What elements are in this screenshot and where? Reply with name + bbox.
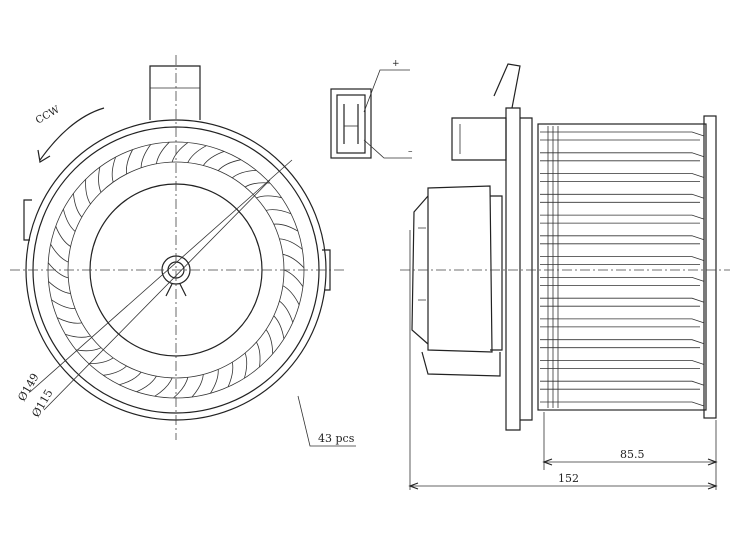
- fan-fin: [540, 339, 705, 349]
- rotation-label: CCW: [34, 104, 62, 127]
- fan-blade: [256, 195, 282, 199]
- fan-blades: [47, 141, 305, 399]
- terminal-plus-leader: [363, 69, 410, 113]
- motor-end-marks: [418, 227, 426, 301]
- connector-cavity: [336, 94, 366, 154]
- fan-fin: [540, 235, 705, 245]
- fan-blade: [202, 151, 225, 166]
- fan-blade: [47, 262, 69, 279]
- fan-fin: [540, 131, 705, 141]
- fan-blade: [283, 269, 304, 287]
- fan-blade: [111, 156, 116, 183]
- fan-blade: [73, 193, 83, 218]
- fan-blade: [48, 281, 71, 294]
- side-connector: [451, 117, 507, 161]
- blade-count-label: 43 pcs: [318, 432, 355, 445]
- fan-blade: [50, 243, 69, 263]
- fan-blade: [63, 209, 76, 232]
- motor-end-cap: [411, 195, 429, 345]
- fan-fin: [540, 318, 705, 328]
- front-view: Ø149 Ø115 CCW 43 pcs: [10, 55, 356, 447]
- fan-blade: [244, 352, 248, 379]
- connector-body: [330, 88, 372, 159]
- rotation-arrow-head: [37, 149, 51, 163]
- fan-blade: [55, 226, 71, 247]
- mount-flange-front: [505, 107, 521, 431]
- fan-blade: [217, 159, 241, 171]
- mount-flange-back: [520, 117, 533, 421]
- dim-total-label: 152: [558, 472, 579, 485]
- fan-blade: [98, 167, 102, 193]
- terminal-minus-label: –: [408, 147, 413, 157]
- dim-arrows-short: [542, 458, 718, 466]
- motor-body: [427, 185, 493, 353]
- fan-blade: [103, 365, 127, 376]
- dim-short-label: 85.5: [620, 448, 645, 461]
- fan-blade: [85, 179, 91, 205]
- fan-blade: [88, 357, 114, 365]
- fan-fin: [540, 297, 705, 307]
- fan-blade: [140, 144, 152, 168]
- connector-tab: [149, 65, 201, 120]
- motor-lower-bracket: [421, 351, 501, 377]
- side-view: 85.5 152: [400, 63, 730, 490]
- fan-blade: [210, 369, 219, 394]
- fan-blade: [125, 149, 134, 175]
- fan-blade: [156, 141, 170, 164]
- fan-blade: [273, 223, 299, 232]
- fan-blade: [256, 341, 261, 368]
- wire-clip: [493, 63, 521, 109]
- fan-fin: [540, 173, 705, 182]
- terminal-minus-leader: [363, 139, 412, 159]
- fan-fin: [540, 360, 705, 369]
- fan-blade: [51, 299, 76, 310]
- fan-blade: [57, 317, 82, 324]
- connector-detail: + –: [330, 59, 413, 159]
- rotation-arrow: [39, 107, 105, 161]
- fan-fin: [540, 152, 705, 162]
- fan-blade: [191, 374, 204, 398]
- fan-fin: [540, 277, 705, 286]
- blade-count-leader: [297, 395, 356, 447]
- diameter-leader-outer: [29, 159, 293, 393]
- fan-wheel-outline: [537, 123, 707, 411]
- fan-blade: [171, 142, 189, 163]
- fan-blade: [279, 300, 294, 323]
- connector-pins: [343, 104, 359, 144]
- fan-blade: [65, 334, 91, 338]
- fan-blade: [282, 285, 300, 306]
- fan-wheel-fins: [540, 126, 705, 411]
- fan-blade: [154, 377, 173, 397]
- fan-blade: [173, 377, 189, 399]
- fan-fin: [540, 193, 705, 203]
- terminal-plus-label: +: [392, 59, 400, 69]
- diameter-leader-inner: [43, 179, 271, 411]
- motor-collar: [490, 195, 503, 351]
- fan-blade: [75, 347, 102, 352]
- fan-fin: [540, 401, 705, 411]
- dim-arrows-total: [408, 482, 718, 490]
- fan-blade: [265, 329, 274, 354]
- fan-fin: [540, 256, 705, 265]
- fan-blade: [279, 238, 303, 250]
- shaft-clip: [165, 283, 187, 297]
- fan-fin: [540, 380, 705, 390]
- fan-fin: [540, 214, 705, 224]
- fan-blade: [227, 362, 234, 388]
- fan-blade: [273, 315, 285, 339]
- fan-wheel-end-ring: [703, 115, 717, 419]
- fan-blade: [119, 371, 142, 386]
- fan-blade: [136, 375, 157, 393]
- fan-blade: [282, 253, 305, 269]
- fan-blade: [187, 145, 207, 163]
- mount-tab-left: [23, 199, 32, 241]
- fan-blade: [232, 169, 257, 179]
- fan-blade: [266, 209, 292, 215]
